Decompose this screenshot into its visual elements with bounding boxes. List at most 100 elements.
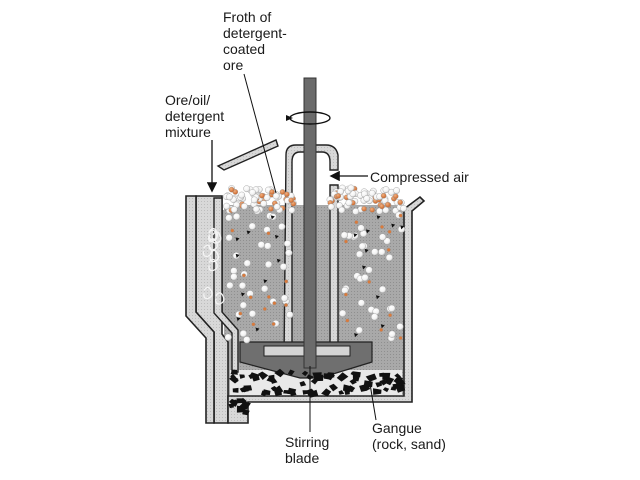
gangue-rock bbox=[395, 379, 402, 385]
air-bubble bbox=[225, 214, 233, 222]
gangue-rock bbox=[239, 374, 245, 379]
air-bubble bbox=[225, 234, 233, 242]
air-bubble bbox=[279, 263, 288, 271]
ore-particle bbox=[238, 311, 243, 316]
gangue-rock bbox=[287, 369, 295, 376]
air-bubble bbox=[239, 301, 248, 309]
suspended-gangue-fleck bbox=[376, 215, 381, 220]
gangue-rock bbox=[270, 386, 278, 392]
froth-bubble bbox=[250, 196, 258, 204]
air-bubble bbox=[233, 213, 241, 221]
gangue-rock bbox=[321, 388, 332, 397]
air-bubble bbox=[339, 309, 347, 318]
ore-particle bbox=[343, 292, 348, 297]
air-bubble bbox=[278, 223, 286, 231]
froth-ore-particle bbox=[397, 199, 404, 206]
air-bubble bbox=[238, 282, 247, 290]
ore-particle bbox=[367, 279, 372, 284]
air-bubble bbox=[226, 281, 234, 290]
gangue-rock bbox=[228, 403, 234, 409]
gangue-rock bbox=[273, 385, 284, 394]
suspended-gangue-fleck bbox=[235, 237, 240, 242]
froth-bubble bbox=[382, 186, 390, 194]
air-bubble bbox=[378, 248, 386, 256]
stirring-shaft bbox=[303, 77, 317, 369]
suspended-gangue-fleck bbox=[380, 324, 385, 329]
ore-particle bbox=[241, 273, 246, 278]
air-bubble bbox=[341, 286, 349, 295]
gangue-rock bbox=[395, 385, 406, 393]
froth-bubble bbox=[230, 206, 238, 214]
air-bubble bbox=[280, 294, 289, 302]
gangue-rock bbox=[365, 373, 377, 382]
gangue-label: Gangue (rock, sand) bbox=[372, 420, 446, 452]
ore-particle bbox=[354, 220, 359, 225]
gangue-rock bbox=[230, 369, 238, 375]
froth-bubble bbox=[260, 200, 268, 208]
suspended-gangue-fleck bbox=[255, 327, 260, 332]
ore-particle bbox=[271, 322, 276, 327]
gangue-rock bbox=[373, 388, 382, 395]
air-bubble bbox=[355, 326, 363, 334]
tank-bottom-wall bbox=[227, 195, 426, 424]
gangue-rock bbox=[230, 373, 237, 379]
mixture-swirl bbox=[208, 258, 218, 272]
air-bubble bbox=[257, 241, 265, 249]
gangue-rock bbox=[349, 378, 357, 385]
air-bubble bbox=[358, 242, 366, 250]
mixture-swirl bbox=[202, 244, 213, 258]
suspended-gangue-fleck bbox=[365, 229, 370, 234]
froth-bubble bbox=[368, 189, 376, 197]
air-bubble bbox=[265, 260, 273, 269]
air-bubble bbox=[248, 310, 257, 318]
gangue-rock bbox=[326, 372, 335, 378]
rotation-arrow-icon bbox=[286, 111, 331, 125]
mixture-swirls bbox=[202, 227, 225, 305]
froth-ore-particle bbox=[369, 207, 376, 213]
air-bubble bbox=[357, 224, 365, 232]
froth-bubble bbox=[249, 188, 256, 196]
ore-particle bbox=[387, 229, 392, 234]
air-bubble bbox=[383, 237, 391, 245]
air-bubble bbox=[261, 285, 269, 293]
suspended-gangue-fleck bbox=[364, 248, 369, 253]
gangue-rock bbox=[350, 371, 357, 376]
froth-ore-particle bbox=[259, 192, 265, 199]
gangue-leader-line bbox=[369, 383, 377, 421]
suspended-gangue-fleck bbox=[246, 230, 251, 235]
froth-ore-particle bbox=[335, 193, 342, 199]
froth-ore-particle bbox=[361, 205, 367, 212]
suspended-gangue-fleck bbox=[375, 295, 380, 300]
froth-bubble bbox=[338, 206, 346, 214]
froth-ore-particle bbox=[384, 201, 391, 208]
froth-label: Froth of detergent- coated ore bbox=[223, 9, 287, 73]
mixture-swirl bbox=[203, 286, 213, 300]
suspended-gangue-fleck bbox=[354, 333, 359, 338]
air-bubble bbox=[365, 266, 373, 274]
suspended-gangue-fleck bbox=[400, 225, 405, 230]
compressed-air-label: Compressed air bbox=[370, 169, 469, 185]
gangue-rock bbox=[274, 368, 285, 378]
air-bubble bbox=[385, 254, 394, 262]
ore-particle bbox=[248, 295, 253, 300]
gangue-rock bbox=[382, 372, 391, 381]
froth-ore-particle bbox=[379, 203, 385, 210]
air-bubble bbox=[224, 333, 232, 341]
suspended-gangue-fleck bbox=[274, 235, 279, 240]
air-bubble bbox=[379, 233, 387, 241]
mixture-swirl bbox=[208, 229, 218, 242]
froth-ore-particle bbox=[288, 197, 295, 204]
froth-layer bbox=[223, 184, 407, 215]
gangue-rock bbox=[289, 390, 297, 396]
gangue-rock bbox=[382, 387, 390, 393]
ore-particle bbox=[398, 336, 403, 341]
ore-particle bbox=[386, 247, 391, 252]
air-bubble bbox=[248, 222, 256, 230]
ore-particle bbox=[380, 224, 385, 229]
ore-particle bbox=[388, 313, 393, 318]
froth-bubble bbox=[393, 187, 400, 194]
suspended-gangue-fleck bbox=[391, 223, 396, 228]
inlet-chute-wall bbox=[185, 195, 215, 424]
gangue-rock bbox=[270, 378, 278, 384]
